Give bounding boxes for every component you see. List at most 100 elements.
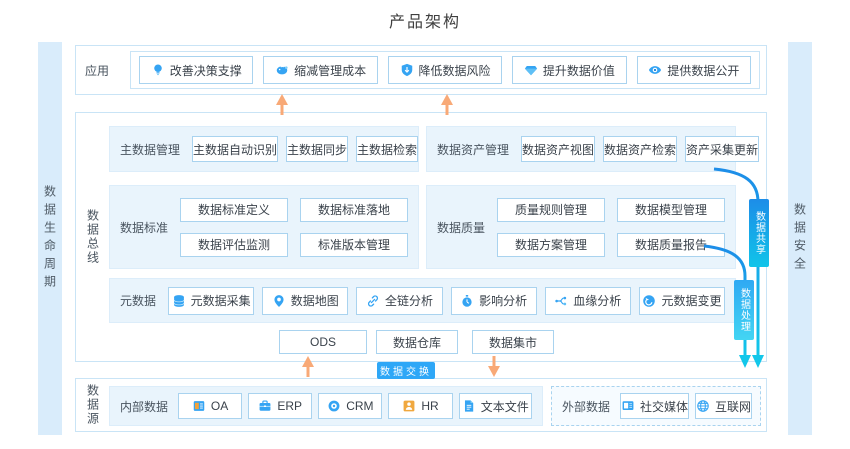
app-item-open-data[interactable]: 提供数据公开 — [636, 56, 752, 84]
application-panel-label: 应用 — [76, 46, 118, 94]
data-process-badge: 数据处理 — [734, 280, 754, 340]
lineage-analysis-button[interactable]: 血缘分析 — [544, 286, 631, 315]
data-map-button[interactable]: 数据地图 — [262, 286, 349, 315]
app-item-label: 提供数据公开 — [667, 63, 740, 78]
app-item-reduce-cost[interactable]: 缩减管理成本 — [263, 56, 378, 84]
master-sync-button[interactable]: 主数据同步 — [286, 136, 349, 162]
sidebar-data-security-label: 数据安全 — [792, 202, 807, 275]
button-label: ERP — [277, 399, 303, 413]
data-process-badge-label: 数据处理 — [738, 288, 750, 332]
button-label: 血缘分析 — [573, 294, 622, 308]
master-data-group-label: 主数据管理 — [120, 142, 181, 157]
data-bus-panel-label-text: 数据总线 — [85, 209, 100, 265]
standard-define-button[interactable]: 数据标准定义 — [180, 197, 289, 222]
internal-data-group-label: 内部数据 — [120, 399, 169, 414]
grid-row: 质量规则管理 数据模型管理 — [497, 197, 726, 222]
shield-icon — [400, 63, 414, 77]
oa-doc-icon — [192, 399, 206, 413]
external-data-group: 外部数据 社交媒体 互联网 — [551, 386, 761, 426]
button-label: 数据标准定义 — [198, 203, 271, 217]
metadata-group-label: 元数据 — [120, 294, 157, 308]
app-item-lower-risk[interactable]: 降低数据风险 — [387, 56, 503, 84]
lightbulb-icon — [151, 63, 165, 77]
globe-icon — [696, 399, 710, 413]
data-source-panel: 数据源 内部数据 OA ERP CRM HR 文本文件 — [75, 378, 767, 432]
crm-button[interactable]: CRM — [318, 393, 383, 419]
erp-icon — [258, 399, 272, 413]
button-label: 文本文件 — [480, 399, 529, 414]
sidebar-data-lifecycle: 数据生命周期 — [38, 42, 62, 435]
button-label: 主数据同步 — [287, 142, 348, 157]
quality-model-button[interactable]: 数据模型管理 — [617, 197, 726, 222]
data-mart-button[interactable]: 数据集市 — [472, 330, 554, 354]
app-item-raise-value[interactable]: 提升数据价值 — [512, 56, 627, 84]
app-item-label: 改善决策支撑 — [169, 63, 242, 78]
asset-collect-update-button[interactable]: 资产采集更新 — [685, 136, 760, 162]
standard-assess-button[interactable]: 数据评估监测 — [180, 232, 289, 257]
data-source-panel-label: 数据源 — [76, 379, 110, 431]
button-label: 标准版本管理 — [318, 238, 391, 252]
data-quality-group-label: 数据质量 — [437, 220, 486, 235]
standard-landing-button[interactable]: 数据标准落地 — [300, 197, 409, 222]
erp-button[interactable]: ERP — [248, 393, 313, 419]
master-auto-identify-button[interactable]: 主数据自动识别 — [192, 136, 279, 162]
application-panel: 应用 改善决策支撑 缩减管理成本 降低数据风险 提升数据价值 提供数据公开 — [75, 45, 767, 95]
button-label: 资产采集更新 — [686, 142, 759, 157]
data-bus-panel: 数据总线 主数据管理 主数据自动识别 主数据同步 主数据检索 数据资产管理 数据… — [75, 112, 767, 362]
asset-view-button[interactable]: 数据资产视图 — [521, 136, 596, 162]
grid-row: 数据标准定义 数据标准落地 — [180, 197, 409, 222]
metadata-change-button[interactable]: 元数据变更 — [638, 286, 726, 315]
button-label: CRM — [346, 399, 374, 413]
master-search-button[interactable]: 主数据检索 — [356, 136, 419, 162]
app-item-label: 缩减管理成本 — [294, 63, 367, 78]
external-data-group-label: 外部数据 — [562, 399, 611, 414]
button-label: 数据评估监测 — [198, 238, 271, 252]
data-warehouse-button[interactable]: 数据仓库 — [376, 330, 458, 354]
button-label: 质量规则管理 — [515, 203, 588, 217]
data-exchange-badge: 数据交换 — [377, 362, 435, 379]
data-share-badge: 数据共享 — [749, 199, 769, 267]
data-bus-panel-label: 数据总线 — [76, 113, 110, 361]
quality-plan-button[interactable]: 数据方案管理 — [497, 232, 606, 257]
button-label: 主数据检索 — [357, 142, 418, 157]
metadata-collect-button[interactable]: 元数据采集 — [168, 286, 255, 315]
stopwatch-icon — [460, 294, 474, 308]
button-label: 全链分析 — [384, 294, 433, 308]
app-item-label: 提升数据价值 — [542, 63, 615, 78]
button-label: 主数据自动识别 — [193, 142, 278, 157]
oa-button[interactable]: OA — [178, 393, 243, 419]
data-asset-group-label: 数据资产管理 — [437, 142, 510, 157]
button-label: OA — [210, 399, 229, 413]
full-chain-analysis-button[interactable]: 全链分析 — [356, 286, 443, 315]
quality-report-button[interactable]: 数据质量报告 — [617, 232, 726, 257]
app-item-improve-decision[interactable]: 改善决策支撑 — [139, 56, 254, 84]
ods-button[interactable]: ODS — [279, 330, 367, 354]
sidebar-data-security: 数据安全 — [788, 42, 812, 435]
data-standard-group-label: 数据标准 — [120, 220, 169, 235]
data-asset-group: 数据资产管理 数据资产视图 数据资产检索 资产采集更新 — [426, 126, 760, 172]
internal-data-group: 内部数据 OA ERP CRM HR 文本文件 — [109, 386, 543, 426]
button-label: 数据集市 — [488, 335, 537, 350]
hr-button[interactable]: HR — [388, 393, 453, 419]
text-file-icon — [462, 399, 476, 413]
quality-rule-button[interactable]: 质量规则管理 — [497, 197, 606, 222]
data-standard-group: 数据标准 数据标准定义 数据标准落地 数据评估监测 标准版本管理 — [109, 185, 419, 269]
button-label: 数据标准落地 — [318, 203, 391, 217]
social-media-icon — [621, 399, 635, 413]
button-label: 社交媒体 — [640, 399, 689, 414]
social-media-button[interactable]: 社交媒体 — [620, 393, 690, 419]
asset-search-button[interactable]: 数据资产检索 — [603, 136, 678, 162]
refresh-icon — [642, 294, 656, 308]
piggy-bank-icon — [275, 63, 289, 77]
page-title: 产品架构 — [388, 14, 461, 31]
data-source-panel-label-text: 数据源 — [85, 384, 100, 426]
sidebar-data-lifecycle-label: 数据生命周期 — [42, 184, 57, 293]
text-file-button[interactable]: 文本文件 — [458, 393, 533, 419]
button-label: 数据地图 — [290, 294, 339, 308]
impact-analysis-button[interactable]: 影响分析 — [450, 286, 537, 315]
standard-version-button[interactable]: 标准版本管理 — [300, 232, 409, 257]
button-label: ODS — [309, 335, 336, 349]
internet-button[interactable]: 互联网 — [695, 393, 753, 419]
button-label: 元数据采集 — [190, 294, 251, 308]
